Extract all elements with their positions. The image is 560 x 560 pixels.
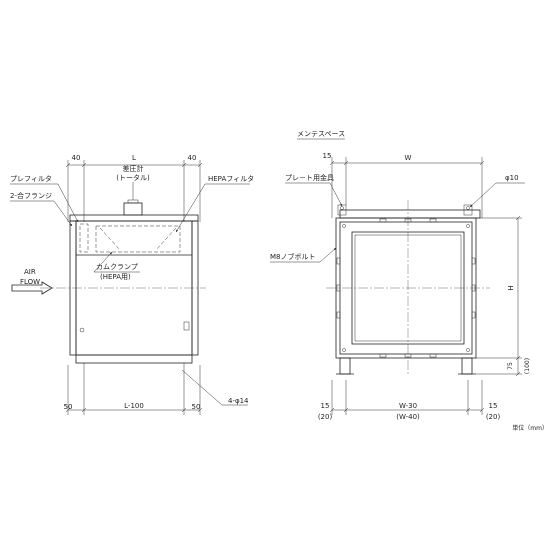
hepa-filter-outline — [95, 225, 181, 253]
pressure-gauge — [123, 202, 143, 216]
front-dim-bottom-left-sub: (20) — [318, 413, 333, 421]
label-cam-clamp-line2: (HEPA用) — [100, 273, 131, 281]
dim-top-mid: L — [132, 154, 136, 162]
label-cam-clamp-line1: カムクランプ — [96, 263, 138, 271]
label-flange: 2-合フランジ — [10, 191, 52, 200]
front-dim-bottom-right-sub: (20) — [486, 413, 501, 421]
front-dim-top-left: 15 — [323, 152, 332, 160]
dim-bottom-right: 50 — [192, 403, 201, 411]
label-phi: φ10 — [505, 174, 519, 182]
label-bolt: M8ノブボルト — [270, 252, 316, 261]
label-holes: 4-φ14 — [228, 397, 249, 405]
front-dim-bottom-mid: W-30 — [399, 402, 417, 410]
label-hepa-filter: HEPAフィルタ — [208, 174, 254, 183]
fitting-icon — [79, 327, 85, 333]
label-gauge-line1: 差圧計 — [123, 164, 144, 173]
label-flow: FLOW — [20, 278, 40, 286]
dim-top-right: 40 — [188, 154, 197, 162]
front-top-cap — [339, 209, 481, 219]
front-view: メンテスペース 15 W — [270, 130, 531, 421]
label-gauge-line2: (トータル) — [116, 173, 150, 182]
front-dim-top-mid: W — [405, 154, 412, 162]
unit-note: 単位（mm） — [512, 424, 548, 432]
dim-bottom-mid: L-100 — [124, 402, 144, 410]
front-dim-100: (100) — [524, 358, 531, 374]
front-dim-bottom-right: 15 — [489, 402, 498, 410]
label-air: AIR — [24, 268, 36, 276]
top-plate — [69, 214, 199, 222]
side-view: 40 L 40 — [10, 154, 254, 415]
air-flow-arrow-icon — [11, 281, 53, 295]
dim-top-left: 40 — [72, 154, 81, 162]
dim-bottom-left: 50 — [64, 403, 73, 411]
front-dim-75: 75 — [507, 362, 514, 370]
label-maintenance: メンテスペース — [297, 130, 345, 138]
front-left-leg — [339, 357, 351, 375]
prefilter-outline — [79, 223, 89, 253]
base-plate — [75, 354, 193, 364]
label-prefilter: プレフィルタ — [10, 174, 52, 183]
front-dim-height: H — [507, 285, 515, 290]
label-plate-fitting: プレ－ト用金具 — [285, 173, 334, 182]
front-dim-bottom-mid-sub: (W-40) — [396, 413, 420, 421]
front-dim-bottom-left: 15 — [321, 402, 330, 410]
front-right-leg — [461, 357, 473, 375]
